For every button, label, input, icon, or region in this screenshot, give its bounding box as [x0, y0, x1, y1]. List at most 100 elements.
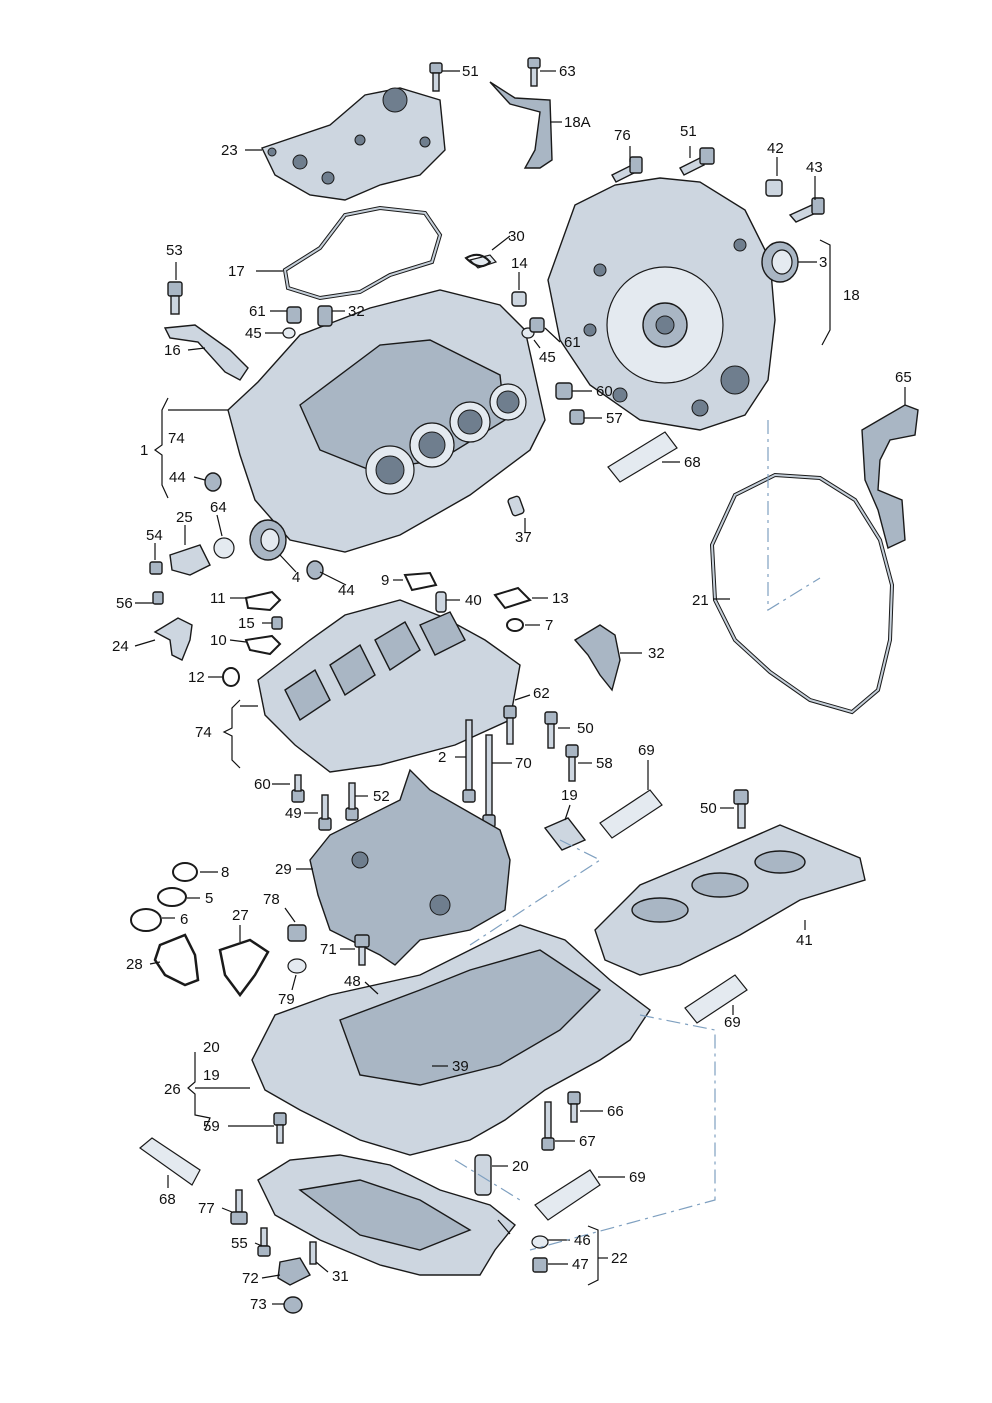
callout-40: 40	[465, 592, 482, 609]
part-23-cover-plate	[261, 87, 446, 201]
part-shapes	[130, 57, 919, 1314]
callout-3: 3	[819, 254, 827, 271]
callout-16: 16	[164, 342, 181, 359]
callout-74: 74	[195, 724, 212, 741]
callout-24: 24	[112, 638, 129, 655]
part-41-baffle	[594, 824, 866, 976]
callout-73: 73	[250, 1296, 267, 1313]
callout-10: 10	[210, 632, 227, 649]
callout-26: 26	[164, 1081, 181, 1098]
callout-56: 56	[116, 595, 133, 612]
callout-41: 41	[796, 932, 813, 949]
callout-58: 58	[596, 755, 613, 772]
callout-66: 66	[607, 1103, 624, 1120]
callout-1: 1	[140, 442, 148, 459]
callout-72: 72	[242, 1270, 259, 1287]
callout-20: 20	[512, 1158, 529, 1175]
part-69-sealant-tube-b	[684, 974, 748, 1024]
callout-21: 21	[692, 592, 709, 609]
part-17-gasket	[282, 205, 443, 301]
callout-60: 60	[596, 383, 613, 400]
callout-65: 65	[895, 369, 912, 386]
callout-60: 60	[254, 776, 271, 793]
part-21-gasket	[709, 472, 895, 715]
callout-50: 50	[700, 800, 717, 817]
callout-76: 76	[614, 127, 631, 144]
part-18A-bracket	[489, 81, 553, 169]
callout-68: 68	[684, 454, 701, 471]
part-16-sensor	[163, 324, 249, 381]
callout-45: 45	[539, 349, 556, 366]
callout-61: 61	[564, 334, 581, 351]
callout-18: 18	[843, 287, 860, 304]
callout-69: 69	[629, 1169, 646, 1186]
callout-5: 5	[205, 890, 213, 907]
callout-67: 67	[579, 1133, 596, 1150]
callout-25: 25	[176, 509, 193, 526]
callout-77: 77	[198, 1200, 215, 1217]
callout-32: 32	[648, 645, 665, 662]
callout-9: 9	[381, 572, 389, 589]
callout-27: 27	[232, 907, 249, 924]
callout-79: 79	[278, 991, 295, 1008]
callout-32: 32	[348, 303, 365, 320]
leader-lines	[134, 70, 906, 1305]
callout-18A: 18A	[564, 114, 591, 131]
callout-28: 28	[126, 956, 143, 973]
callout-30: 30	[508, 228, 525, 245]
callout-49: 49	[285, 805, 302, 822]
callout-37: 37	[515, 529, 532, 546]
callout-69: 69	[638, 742, 655, 759]
callout-47: 47	[572, 1256, 589, 1273]
callout-50: 50	[577, 720, 594, 737]
callout-43: 43	[806, 159, 823, 176]
callout-labels: 51 63 18A 23 76 51 42 43 30 17 3 18 53 1…	[112, 63, 912, 1313]
callout-29: 29	[275, 861, 292, 878]
callout-31: 31	[332, 1268, 349, 1285]
callout-68: 68	[159, 1191, 176, 1208]
callout-6: 6	[180, 911, 188, 928]
callout-22: 22	[611, 1250, 628, 1267]
part-29-housing	[309, 768, 511, 966]
callout-52: 52	[373, 788, 390, 805]
callout-44: 44	[338, 582, 355, 599]
callout-70: 70	[515, 755, 532, 772]
callout-62: 62	[533, 685, 550, 702]
callout-48: 48	[344, 973, 361, 990]
callout-13: 13	[552, 590, 569, 607]
part-68-sealant-tube-a	[607, 431, 678, 483]
callout-53: 53	[166, 242, 183, 259]
callout-19: 19	[561, 787, 578, 804]
callout-15: 15	[238, 615, 255, 632]
part-65-bracket	[861, 404, 919, 549]
callout-55: 55	[231, 1235, 248, 1252]
callout-11: 11	[210, 590, 226, 607]
callout-4: 4	[292, 569, 300, 586]
callout-51: 51	[680, 123, 697, 140]
callout-78: 78	[263, 891, 280, 908]
callout-19: 19	[203, 1067, 220, 1084]
callout-39: 39	[452, 1058, 469, 1075]
alignment-lines	[454, 420, 821, 1251]
callout-69: 69	[724, 1014, 741, 1031]
callout-57: 57	[606, 410, 623, 427]
callout-71: 71	[320, 941, 337, 958]
callout-59: 59	[203, 1118, 220, 1135]
callout-46: 46	[574, 1232, 591, 1249]
callout-42: 42	[767, 140, 784, 157]
callout-14: 14	[511, 255, 528, 272]
part-69-sealant-tube-c	[534, 1169, 601, 1221]
callout-17: 17	[228, 263, 245, 280]
callout-54: 54	[146, 527, 163, 544]
callout-2: 2	[438, 749, 446, 766]
callout-63: 63	[559, 63, 576, 80]
callout-44: 44	[169, 469, 186, 486]
callout-74: 74	[168, 430, 185, 447]
callout-12: 12	[188, 669, 205, 686]
callout-23: 23	[221, 142, 238, 159]
callout-7: 7	[545, 617, 553, 634]
callout-20: 20	[203, 1039, 220, 1056]
part-69-sealant-tube-a	[599, 789, 663, 839]
callout-45: 45	[245, 325, 262, 342]
